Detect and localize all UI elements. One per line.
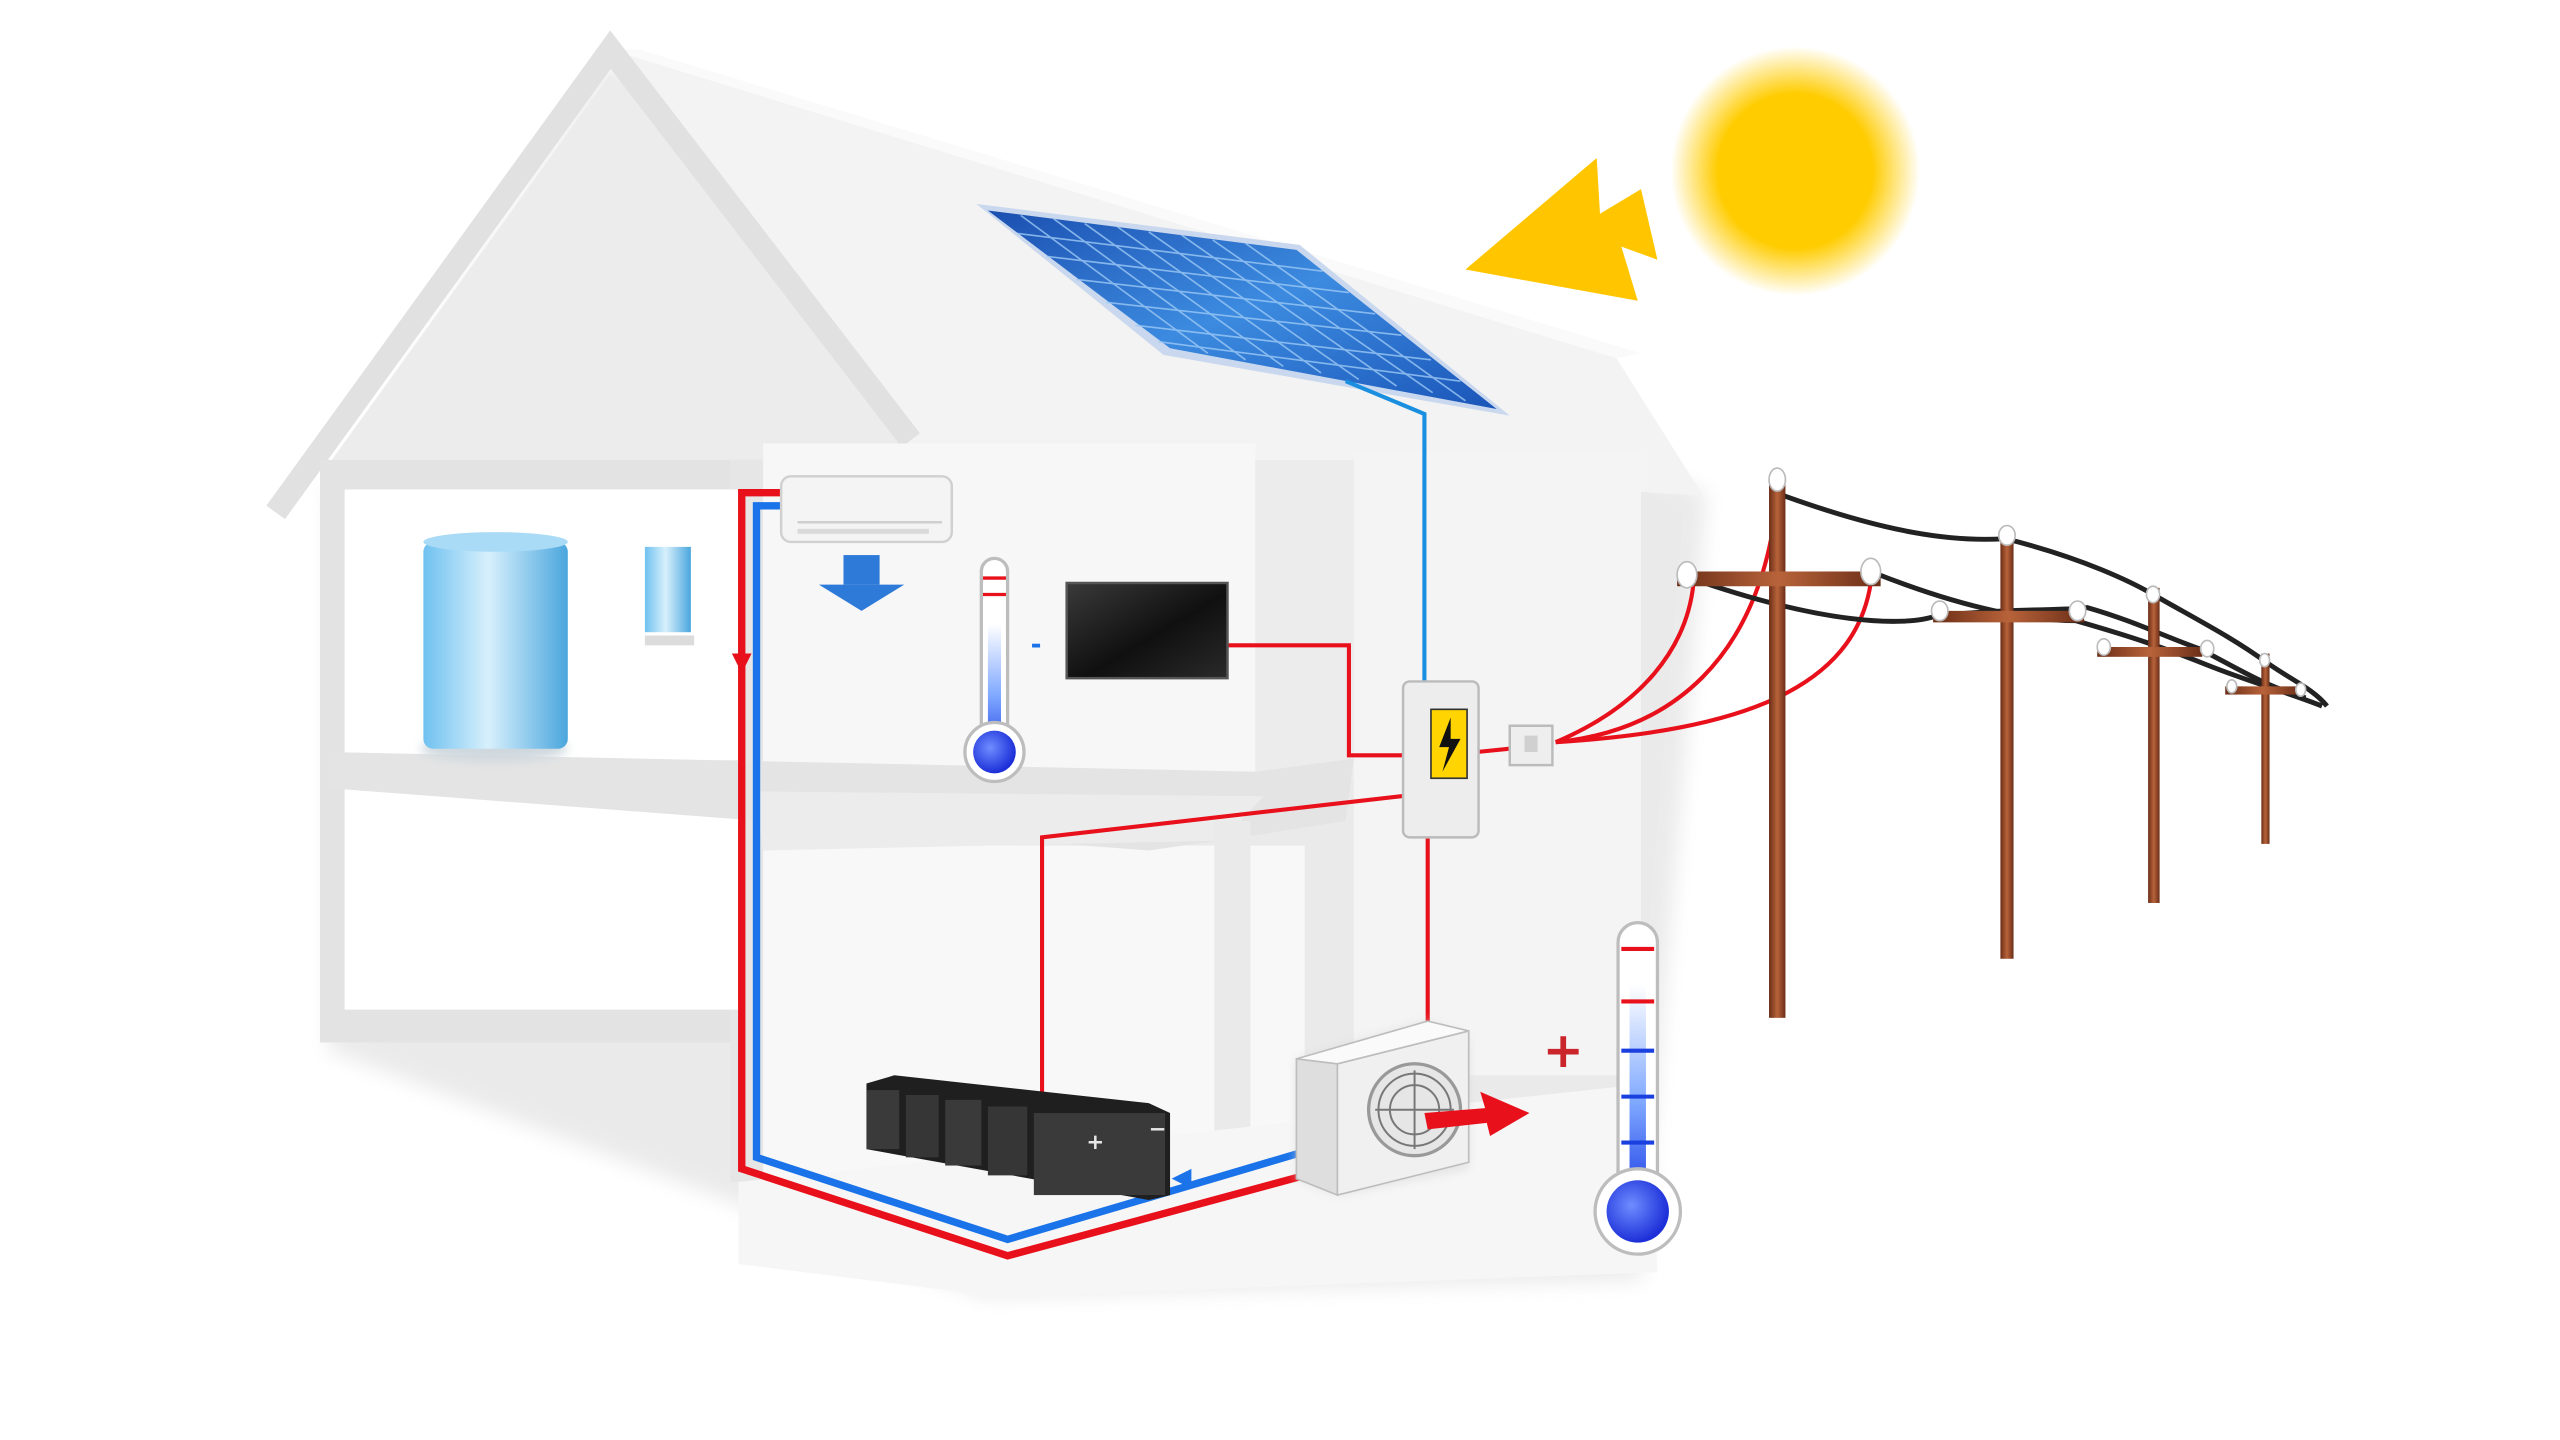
outdoor-thermo-mark: + <box>1543 1021 1584 1079</box>
flow-arrow-left <box>1171 1168 1192 1189</box>
grid-feed-line-1 <box>1555 512 1778 745</box>
solar-panel-icon <box>976 203 1510 416</box>
electric-meter-box-icon <box>1401 680 1480 839</box>
battery-plus-label: + <box>1086 1130 1104 1155</box>
wall-switch-icon <box>1508 724 1554 767</box>
indoor-thermometer-icon <box>963 556 1026 784</box>
battery-minus-label: − <box>1149 1117 1167 1142</box>
indoor-thermo-mark: - <box>1031 631 1042 661</box>
outdoor-thermometer-icon <box>1593 921 1683 1256</box>
sun-ray-arrow-icon <box>1465 157 1658 301</box>
utility-pole-2 <box>2000 528 2014 959</box>
power-grid <box>1676 467 2329 1018</box>
utility-pole-1 <box>1769 476 1786 1018</box>
grid-wire-3 <box>1869 569 2323 709</box>
wiring <box>731 379 1873 1260</box>
heat-pump-outdoor-unit-icon <box>1295 1020 1470 1197</box>
tv-power-line <box>1227 643 1415 758</box>
grid-feed-line-2 <box>1554 582 1696 745</box>
water-tank-icon <box>420 532 568 762</box>
cold-refrigerant-line <box>752 502 1314 1244</box>
utility-pole-3 <box>2148 587 2160 903</box>
window-icon <box>644 546 695 646</box>
sun-icon <box>1670 46 1920 296</box>
battery-power-line <box>1040 792 1415 1100</box>
battery-storage-icon <box>866 1075 1171 1200</box>
grid-wire-1 <box>1774 490 2329 708</box>
television-icon <box>1065 581 1229 680</box>
air-conditioner-indoor-unit-icon <box>779 475 954 544</box>
high-voltage-icon <box>1439 717 1461 772</box>
cold-air-arrow-icon <box>818 555 905 611</box>
solar-link-line <box>1344 379 1427 698</box>
utility-pole-4 <box>2261 653 2270 844</box>
flow-arrow-down <box>731 653 752 674</box>
hot-refrigerant-line <box>738 489 1331 1260</box>
warm-air-arrow-icon <box>1424 1091 1530 1136</box>
grid-power-line <box>1476 746 1510 755</box>
